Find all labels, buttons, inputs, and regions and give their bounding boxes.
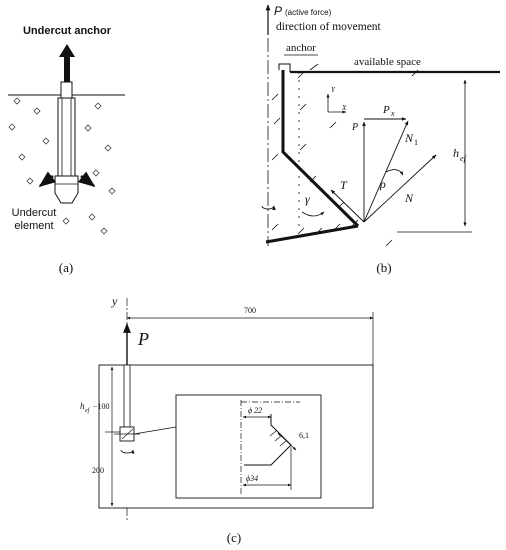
rotation-symbol-c [120, 449, 135, 454]
panel-a-title: Undercut anchor [23, 25, 112, 37]
vector-n [363, 154, 437, 223]
px-vector-subscript: x [390, 109, 395, 118]
gamma-arc [301, 211, 325, 217]
panel-b: P (active force) direction of movement a… [261, 4, 500, 275]
panel-c: y P 700 h ef −100 200 ϕ 22 6,1 ϕ34 [80, 294, 374, 545]
force-label-c: P [137, 329, 149, 349]
panel-a: Undercut anchor Undercut element [8, 25, 125, 275]
vector-t [330, 189, 365, 223]
panel-a-element-label-2: element [14, 220, 53, 232]
width-dim-label: 700 [244, 306, 256, 315]
hef-letter-b: h [453, 146, 459, 160]
direction-label: direction of movement [276, 21, 382, 33]
vector-n1 [363, 120, 409, 223]
hef-subscript-c: ef [85, 407, 91, 414]
detail-hatch-1 [269, 430, 277, 437]
active-force-note: (active force) [285, 8, 332, 17]
anchor-head [60, 81, 73, 99]
leader-line [133, 426, 177, 435]
anchor-rod-c [123, 364, 131, 428]
rho-label: ρ [379, 177, 386, 191]
detail-box [175, 394, 322, 499]
anchor-label: anchor [286, 42, 316, 54]
expansion-arrow-right [77, 171, 96, 188]
d61-label: 6,1 [299, 431, 309, 440]
expansion-arrow-left [38, 171, 57, 188]
gamma-label: γ [305, 192, 310, 206]
pull-arrow [59, 44, 75, 82]
undercut-tip [54, 175, 79, 204]
px-vector-label: P [382, 104, 390, 116]
panel-a-element-label-1: Undercut [12, 207, 57, 219]
active-force-letter: P [274, 4, 282, 18]
d61-dim-line [277, 432, 297, 451]
space-label: available space [354, 56, 421, 68]
hef-suffix-c: −100 [93, 402, 110, 411]
panel-b-caption: (b) [376, 260, 391, 275]
panel-a-caption: (a) [59, 260, 73, 275]
t-vector-label: T [340, 178, 348, 192]
hef-letter-c: h [80, 401, 85, 411]
d22-label: ϕ 22 [248, 406, 262, 415]
hef-subscript-b: ef [460, 154, 468, 163]
anchor-shaft [57, 97, 76, 177]
anchor-tip [265, 224, 359, 244]
anchor-profile [281, 70, 360, 228]
panel-c-caption: (c) [227, 530, 241, 545]
bottom-dim-label: 200 [92, 466, 104, 475]
n1-vector-subscript: 1 [414, 138, 418, 147]
y-axis-label: y [111, 294, 118, 308]
anchor-shaft-b [278, 63, 291, 72]
axis-y-label: Y [331, 86, 336, 94]
surface-tick [309, 63, 319, 71]
d34-label: ϕ34 [246, 474, 258, 483]
n-vector-label: N [404, 191, 414, 205]
axis-x-label: X [341, 104, 347, 112]
rotation-symbol [261, 205, 276, 211]
p-vector-label: P [351, 122, 358, 133]
soil-hatching [271, 69, 419, 247]
n1-vector-label: N [404, 131, 414, 145]
rho-arc [385, 169, 404, 176]
concrete-aggregate [8, 97, 116, 235]
